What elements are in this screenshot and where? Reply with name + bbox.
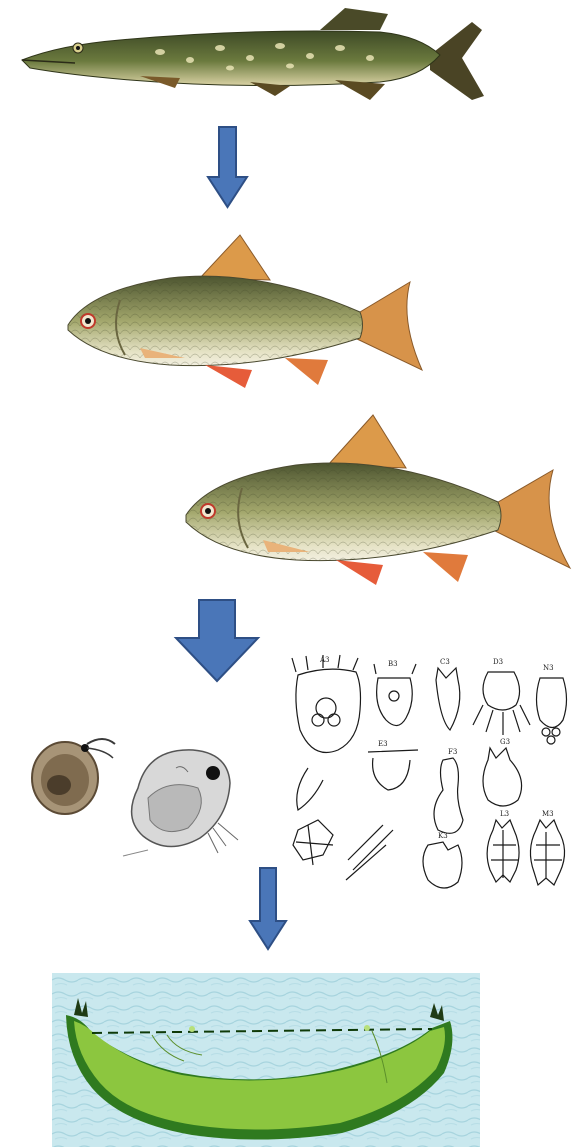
- plate-label-l3: L3: [500, 810, 509, 818]
- plate-label-c3: C3: [440, 658, 450, 666]
- pond-cross-section: [52, 973, 480, 1147]
- roach-fish-upper: [60, 230, 430, 395]
- arrow-pike-to-roach: [205, 125, 250, 210]
- plate-label-g3: G3: [500, 738, 510, 746]
- plate-label-e3: E3: [378, 740, 388, 748]
- daphnia-brown: [25, 730, 120, 820]
- roach-fish-lower: [178, 410, 575, 590]
- plate-label-d3: D3: [493, 658, 503, 666]
- plate-label-a3: A3: [319, 656, 330, 664]
- arrow-zooplankton-to-pond: [247, 866, 289, 952]
- plate-label-n3: N3: [543, 664, 554, 672]
- pike-fish: [0, 0, 575, 120]
- plate-label-m3: M3: [542, 810, 554, 818]
- plate-label-f3: F3: [448, 748, 457, 756]
- arrow-roach-to-zooplankton: [172, 598, 262, 684]
- daphnia-sketch: [118, 738, 253, 863]
- plate-label-k3: K3: [438, 832, 448, 840]
- rotifer-plate: A3 B3 C3 D3 N3 E3 F3 G3 K3 L3 M3: [278, 650, 575, 900]
- plate-label-b3: B3: [388, 660, 398, 668]
